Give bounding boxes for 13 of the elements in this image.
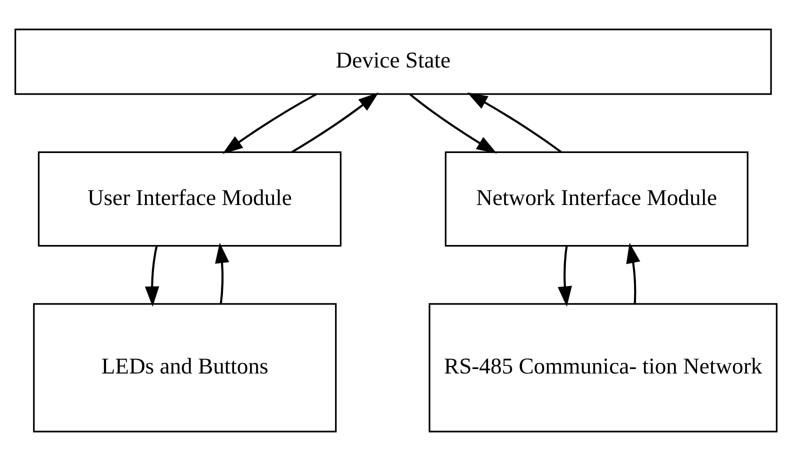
arrow [144, 245, 160, 306]
arrow [215, 242, 230, 304]
node-box: Device State [14, 28, 772, 94]
node-box: Network Interface Module [444, 150, 748, 246]
node-box: User Interface Module [38, 150, 342, 246]
arrow [626, 242, 640, 304]
arrow [410, 93, 497, 154]
arrow [292, 92, 379, 152]
node-box: LEDs and Buttons [33, 302, 337, 432]
node-box: RS-485 Communica- tion Network [428, 302, 778, 432]
arrow [222, 92, 317, 154]
arrow [467, 92, 562, 152]
arrow [558, 245, 572, 306]
